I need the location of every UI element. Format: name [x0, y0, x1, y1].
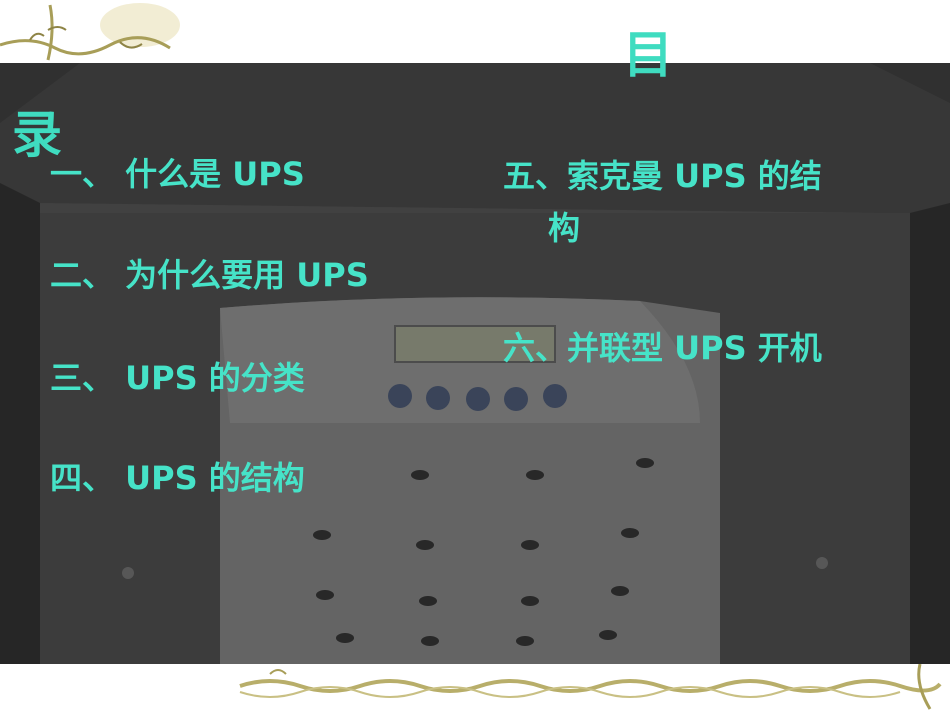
title-char-lu: 录 — [12, 106, 62, 164]
toc-item-ups-structure: 四、 UPS 的结构 — [50, 459, 305, 497]
toc-item-parallel-startup: 六、并联型 UPS 开机 — [503, 329, 822, 367]
title-char-mu: 目 — [623, 26, 673, 84]
photo-dim-overlay — [0, 63, 950, 664]
toc-item-why-ups: 二、 为什么要用 UPS — [50, 256, 369, 294]
vine-border-icon — [239, 664, 942, 710]
ups-device-photo — [0, 63, 950, 664]
toc-item-what-is-ups: 一、 什么是 UPS — [50, 155, 305, 193]
toc-item-socomec-structure: 五、索克曼 UPS 的结 — [503, 157, 822, 195]
toc-item-ups-types: 三、 UPS 的分类 — [50, 359, 305, 397]
vine-ornament-icon — [0, 3, 180, 61]
toc-item-socomec-structure-cont: 构 — [548, 209, 581, 247]
